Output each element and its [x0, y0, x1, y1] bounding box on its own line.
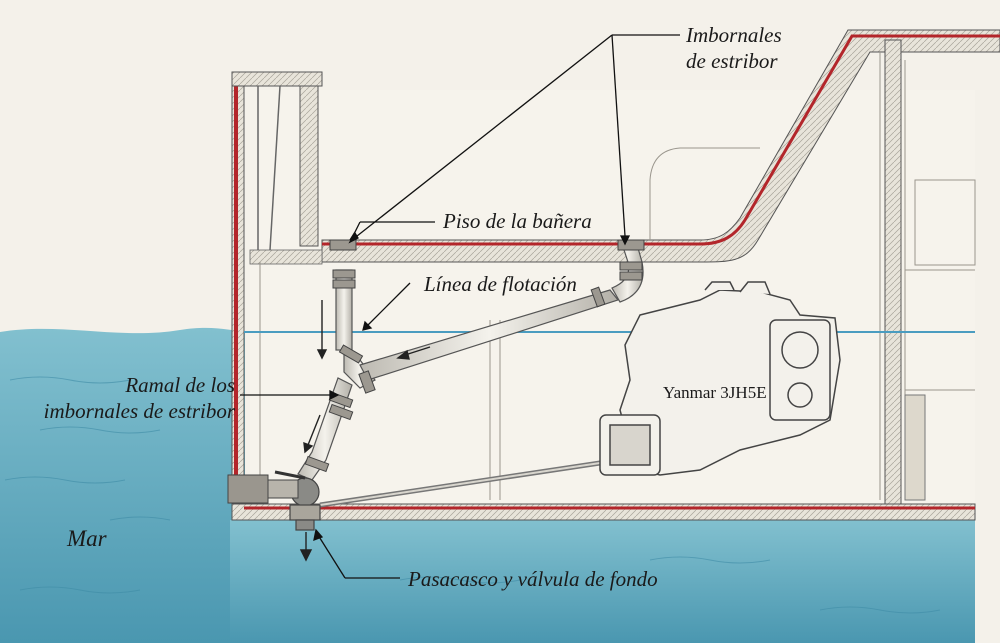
hose-clamps	[304, 239, 645, 473]
leader-lines	[240, 34, 680, 579]
engine-drawing	[599, 281, 841, 476]
through-hull-label: Pasacasco y válvula de fondo	[408, 567, 658, 591]
engine-label: Yanmar 3JH5E	[663, 383, 767, 402]
transom-post	[299, 85, 319, 247]
sea-label: Mar	[67, 526, 107, 551]
sea-below-hull	[230, 520, 975, 643]
branch-label: Ramal de los imbornales de estribor	[30, 372, 235, 424]
cockpit-floor	[321, 29, 1000, 263]
cockpit-floor-label: Piso de la bañera	[443, 209, 592, 233]
cabin-bulkhead	[884, 39, 902, 506]
flow-arrows	[299, 300, 431, 562]
transom-top	[231, 71, 323, 87]
branch-label-line2: imbornales de estribor	[43, 399, 235, 423]
sea-water	[0, 327, 245, 643]
sea-ripples	[4, 376, 941, 614]
waterline-label: Línea de flotación	[424, 272, 577, 296]
scuppers-label-line2: de estribor	[686, 49, 778, 73]
scuppers-label-line1: Imbornales	[686, 23, 782, 47]
scuppers-label: Imbornales de estribor	[686, 22, 782, 74]
branch-label-line1: Ramal de los	[125, 373, 235, 397]
hull-bottom	[231, 503, 976, 521]
seacock-strainer	[227, 474, 299, 504]
